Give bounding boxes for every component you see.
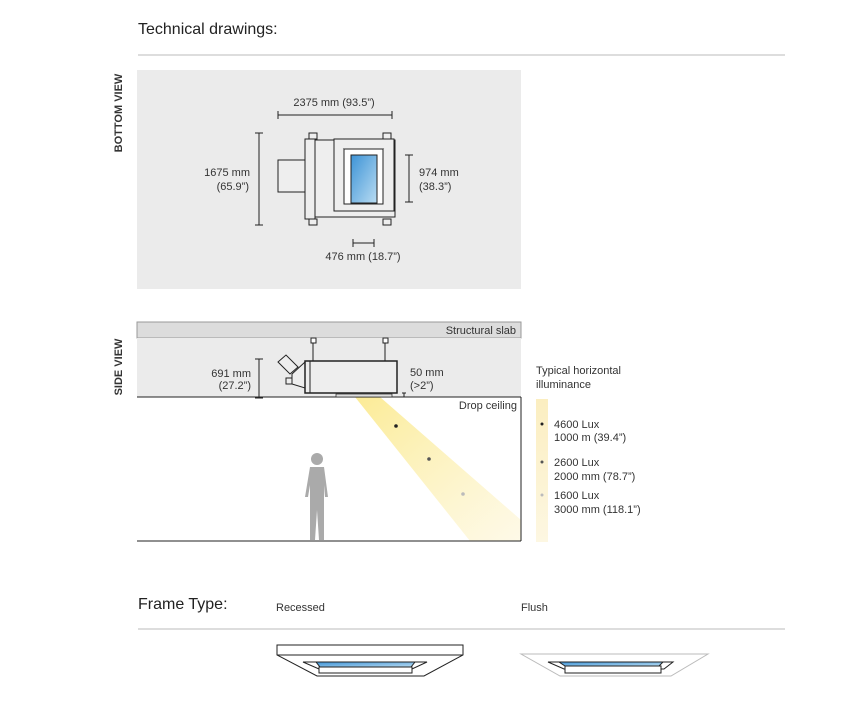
side-height-mm: 691 mm — [211, 368, 251, 380]
legend-lux-3: 1600 Lux — [554, 490, 600, 502]
legend-title-1: Typical horizontal — [536, 365, 621, 377]
legend-title-2: illuminance — [536, 379, 591, 391]
gap-dimension-in: (>2”) — [410, 380, 434, 392]
side-view: Structural slab SIDE VIEW Drop ceiling 6… — [113, 321, 522, 542]
bottom-view-label: BOTTOM VIEW — [113, 73, 125, 152]
legend-distance-1: 1000 m (39.4”) — [554, 432, 626, 444]
width-dimension: 2375 mm (93.5”) — [293, 97, 374, 109]
ceiling-label: Drop ceiling — [459, 400, 517, 412]
section-title: Technical drawings: — [138, 21, 278, 38]
illuminance-legend: Typical horizontal illuminance 4600 Lux … — [536, 365, 641, 542]
bottom-view: BOTTOM VIEW 2375 mm (93.5”) 1675 mm (65.… — [113, 70, 521, 289]
light-beam — [355, 397, 521, 541]
legend-lux-2: 2600 Lux — [554, 457, 600, 469]
window-dimension-mm: 974 mm — [419, 167, 459, 179]
slab-label: Structural slab — [446, 325, 516, 337]
legend-distance-3: 3000 mm (118.1”) — [554, 504, 641, 516]
frame-option-flush: Flush — [521, 602, 548, 614]
measure-point-3 — [461, 492, 465, 496]
frame-option-recessed: Recessed — [276, 602, 325, 614]
gap-dimension-mm: 50 mm — [410, 367, 444, 379]
person-silhouette — [305, 453, 328, 540]
window-dimension-in: (38.3”) — [419, 181, 451, 193]
legend-lux-1: 4600 Lux — [554, 419, 600, 431]
measure-point-1 — [394, 424, 398, 428]
glass-window — [350, 154, 378, 204]
measure-point-2 — [427, 457, 431, 461]
height-dimension-mm: 1675 mm — [204, 167, 250, 179]
frame-type-title: Frame Type: — [138, 596, 228, 613]
recessed-frame-drawing — [276, 644, 464, 677]
height-dimension-in: (65.9”) — [217, 181, 249, 193]
side-height-in: (27.2”) — [219, 380, 251, 392]
legend-distance-2: 2000 mm (78.7”) — [554, 471, 635, 483]
offset-dimension: 476 mm (18.7”) — [325, 251, 400, 263]
flush-frame-drawing — [519, 653, 710, 677]
side-view-label: SIDE VIEW — [113, 338, 125, 395]
